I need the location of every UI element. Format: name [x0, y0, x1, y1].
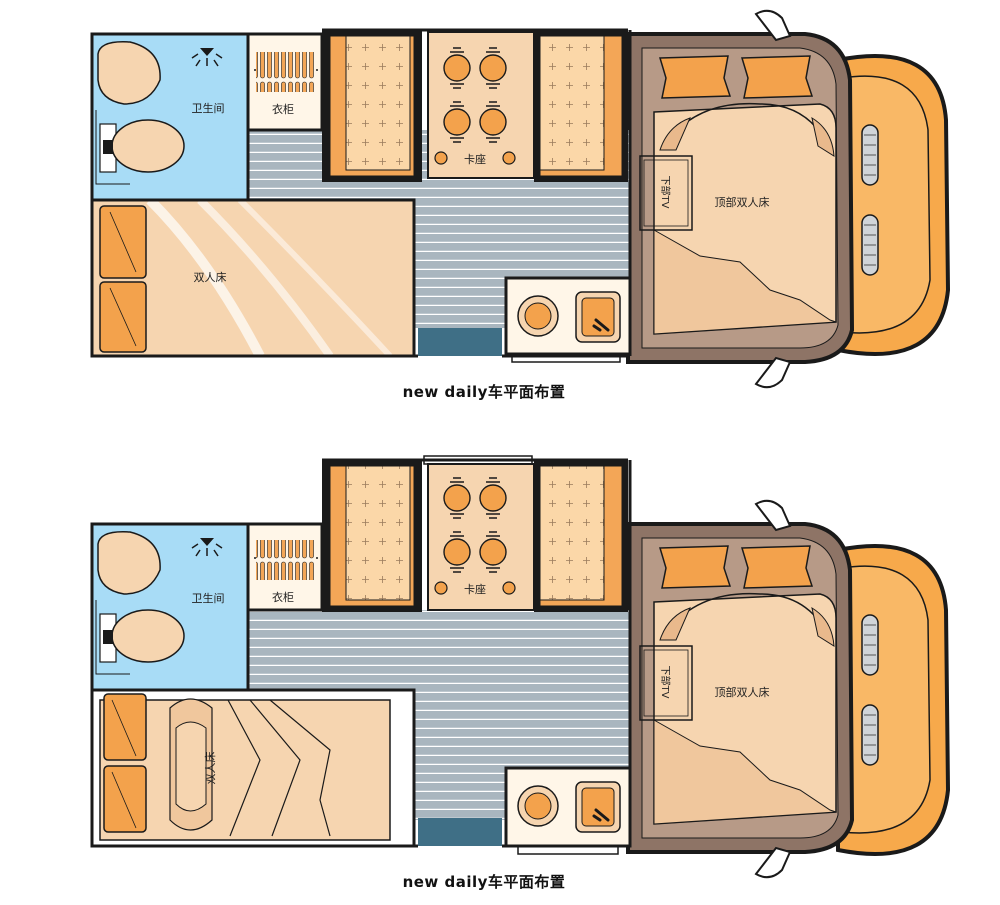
- sink-icon: [575, 291, 621, 343]
- pillow-1: [659, 545, 732, 589]
- tv-unit: [639, 645, 693, 721]
- bed-corner-fold-right: [811, 116, 835, 157]
- over-cab-bed-label: 顶部双人床: [715, 685, 770, 699]
- layout-2: 下部TV 顶部双人床 双人床: [90, 455, 951, 891]
- cab-hood-inner: [841, 75, 931, 334]
- headlight-grille: [861, 614, 879, 766]
- seat-icon: [443, 54, 507, 136]
- side-mirror-top: [754, 499, 792, 532]
- dinette-bench-left: [322, 30, 422, 182]
- wardrobe: 衣柜: [246, 32, 324, 132]
- dinette-table: 卡座: [427, 463, 535, 611]
- tv-label: 下部TV: [659, 666, 672, 699]
- body-outline: [90, 458, 632, 848]
- bathroom-label: 卫生间: [192, 591, 225, 605]
- stove-icon: [517, 295, 559, 337]
- bathroom: 卫生间: [90, 32, 250, 202]
- pillow-1: [659, 55, 732, 99]
- bed-corner-fold-left: [659, 607, 691, 641]
- bed-sheet-fold: [653, 719, 837, 825]
- shower-tray: [97, 41, 161, 105]
- dinette-bench-right: [534, 460, 628, 612]
- shower-tray: [97, 531, 161, 595]
- ceiling-light-icon: [191, 538, 223, 557]
- over-cab-bed-label: 顶部双人床: [715, 195, 770, 209]
- pillow-2: [741, 55, 814, 99]
- kitchen-unit: [504, 276, 632, 356]
- dinette-bench-left: [322, 460, 422, 612]
- pillow-2: [741, 545, 814, 589]
- wardrobe-label: 衣柜: [272, 102, 294, 116]
- layout-1-caption: new daily车平面布置: [403, 383, 566, 401]
- dinette-label: 卡座: [464, 152, 486, 166]
- layout-1: 下部TV 顶部双人床 双人床: [90, 9, 951, 401]
- tv-label: 下部TV: [659, 176, 672, 209]
- toilet-icon: [99, 119, 185, 173]
- entry-door: [418, 818, 502, 846]
- dinette-table: 卡座: [427, 31, 535, 179]
- dinette-label: 卡座: [464, 582, 486, 596]
- layout-2-caption: new daily车平面布置: [403, 873, 566, 891]
- ceiling-light-icon: [191, 48, 223, 67]
- headlight-grille: [861, 124, 879, 276]
- seat-icon: [443, 484, 507, 566]
- entry-door: [418, 328, 502, 356]
- tv-unit: [639, 155, 693, 231]
- entry-step: [511, 353, 621, 363]
- wardrobe-label: 衣柜: [272, 590, 294, 604]
- body-outline: [90, 28, 632, 358]
- bed-sheet-fold: [653, 229, 837, 335]
- bathroom: 卫生间: [90, 522, 250, 692]
- bed-corner-fold-right: [811, 606, 835, 647]
- side-mirror-top: [754, 9, 792, 42]
- toilet-icon: [99, 609, 185, 663]
- bathroom-label: 卫生间: [192, 101, 225, 115]
- side-mirror-bottom: [754, 356, 792, 389]
- rear-bed-label: 双人床: [194, 270, 227, 284]
- sink-icon: [575, 781, 621, 833]
- rear-bed-label: 双人床: [203, 752, 217, 785]
- kitchen-unit: [504, 766, 632, 848]
- cab-hood-inner: [841, 565, 931, 834]
- rear-bed: 双人床: [90, 196, 416, 359]
- stove-icon: [517, 785, 559, 827]
- side-mirror-bottom: [754, 846, 792, 879]
- rear-bed: 双人床: [90, 688, 416, 848]
- dinette-bench-right: [534, 30, 628, 182]
- bed-corner-fold-left: [659, 117, 691, 151]
- wardrobe: 衣柜: [246, 522, 324, 612]
